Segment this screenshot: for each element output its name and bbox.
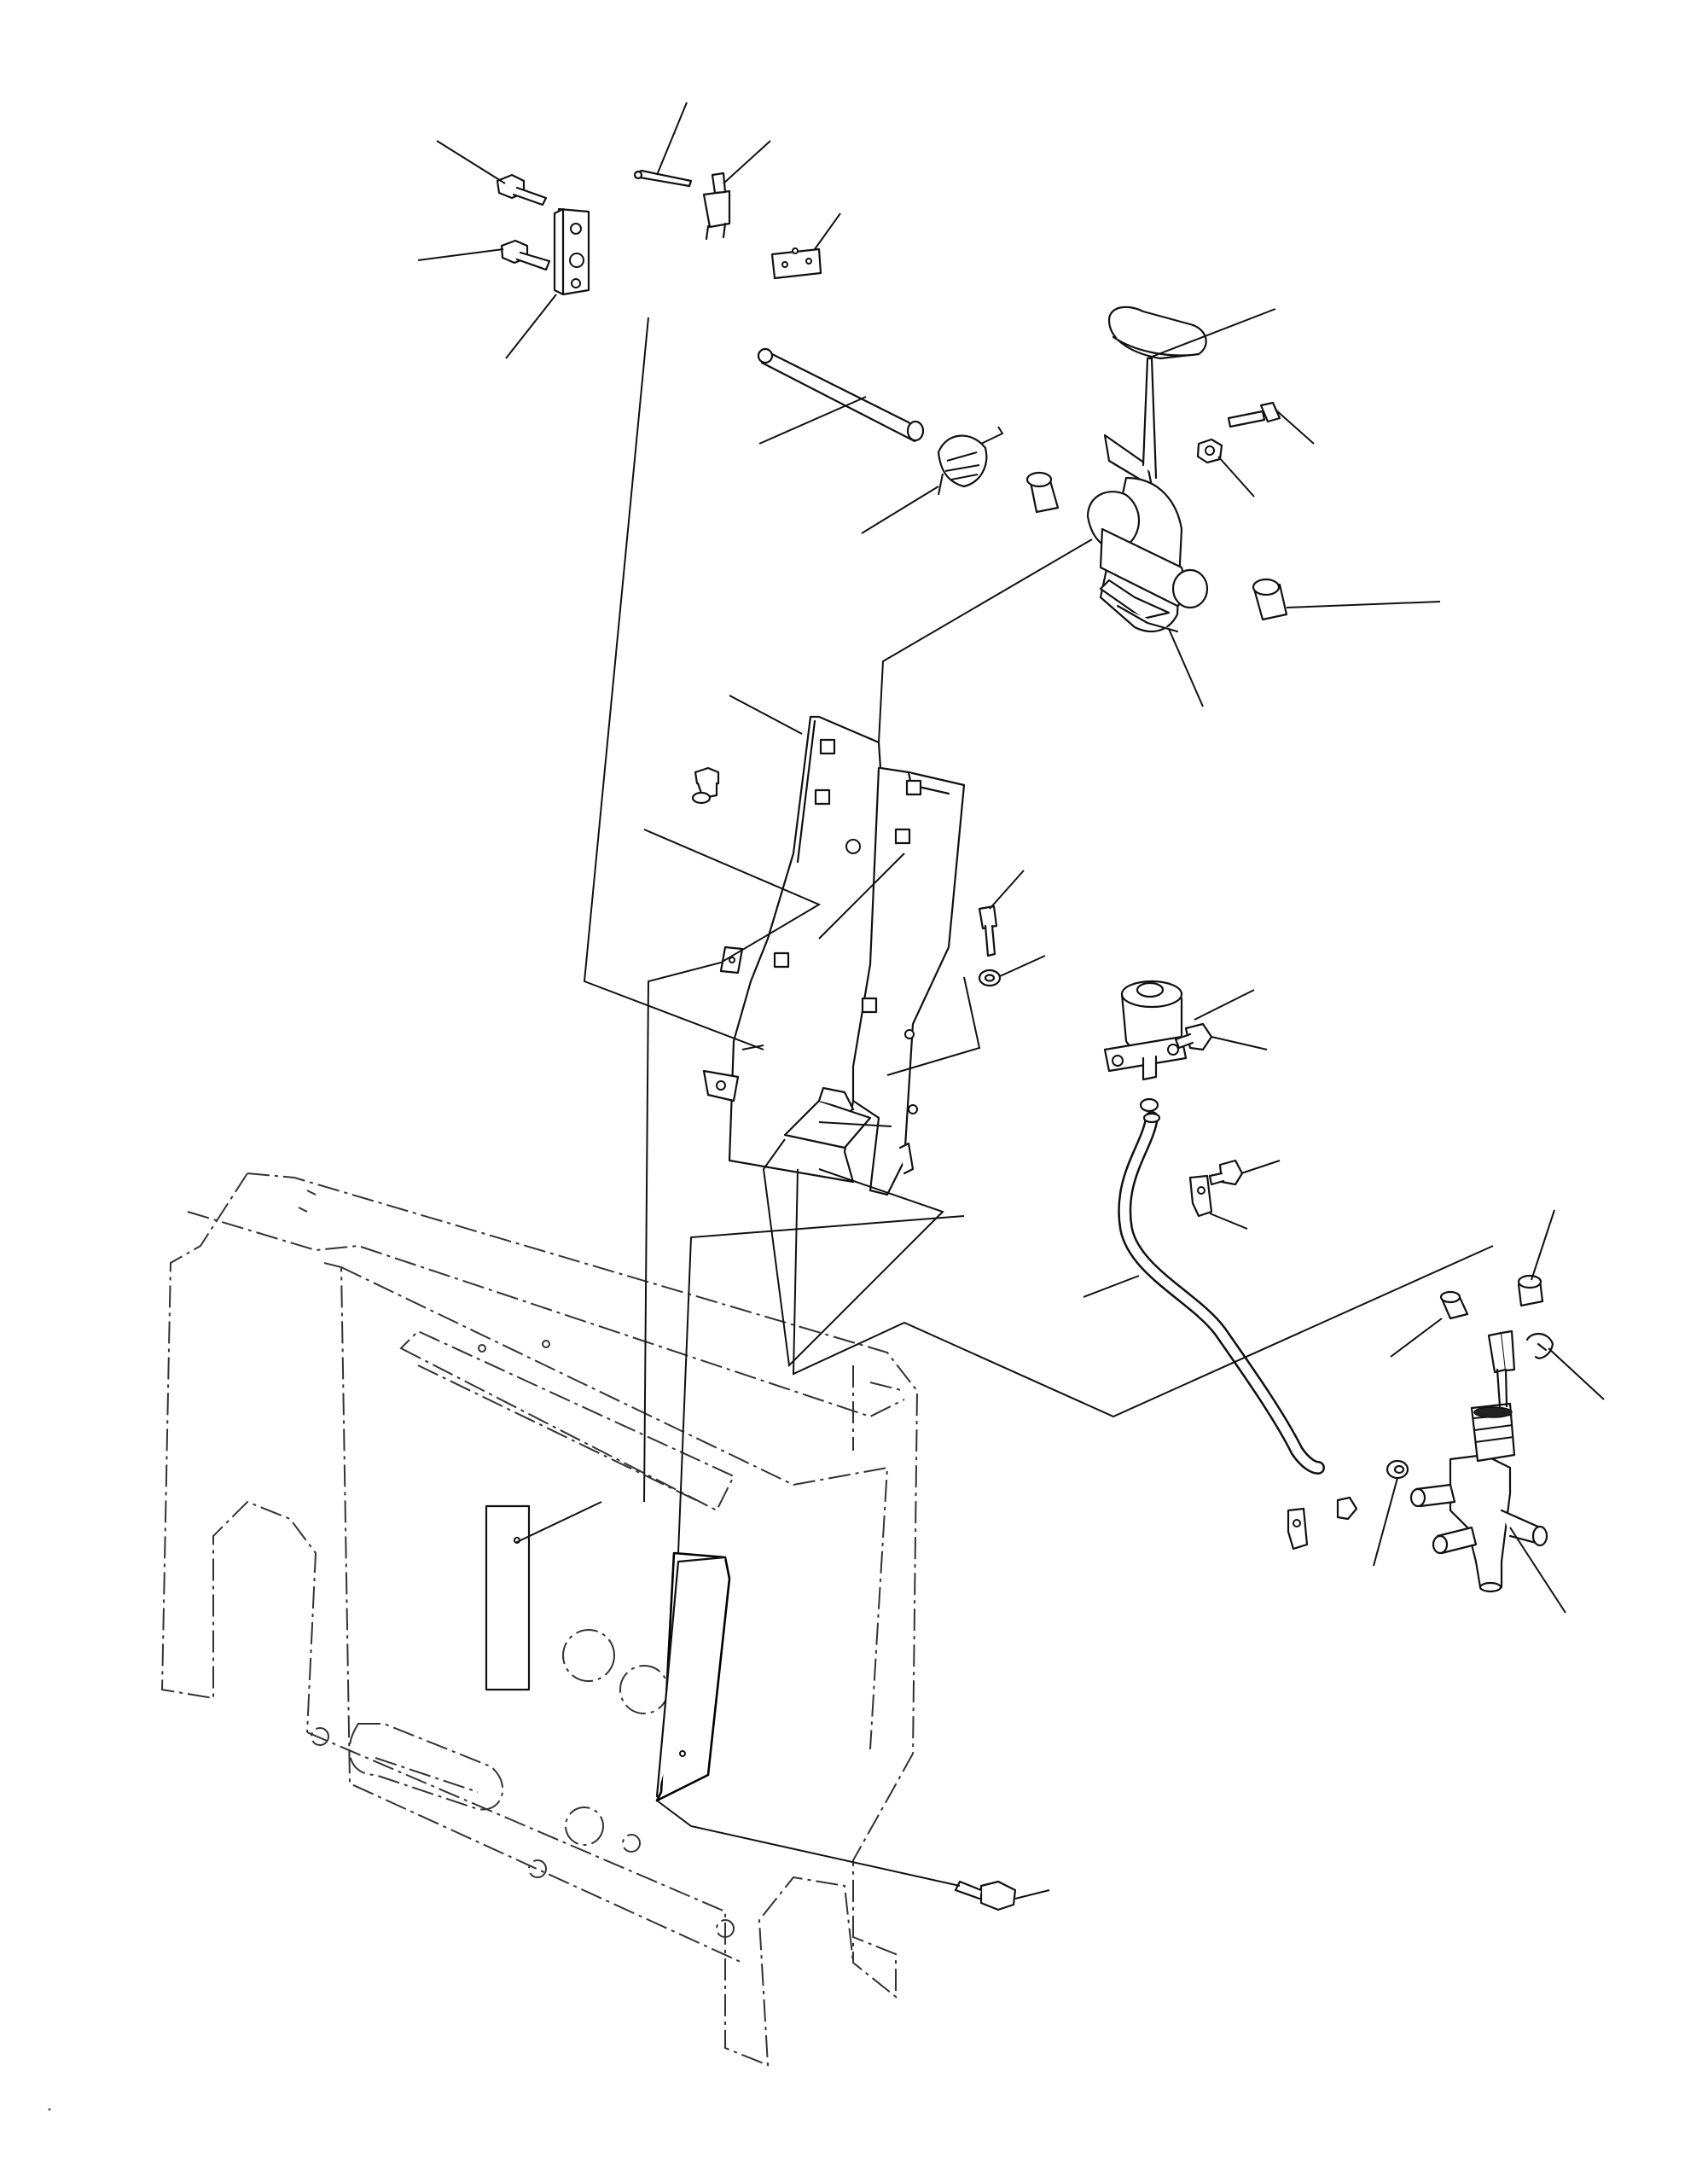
pedal-pad-icon [1107, 305, 1207, 360]
brake-pedal-icon [1086, 357, 1209, 633]
pedal-nut-icon [1196, 438, 1223, 464]
pin-icon [633, 169, 693, 188]
pedal-support-bracket-icon [702, 715, 966, 1196]
pedal-bolt-icon [1227, 401, 1281, 428]
reservoir-bolt-icon [1174, 1022, 1213, 1051]
bolt-top-left-upper-icon [496, 173, 548, 207]
hose-clamp-upper-icon [1188, 1174, 1213, 1218]
pivot-bracket-icon [553, 207, 590, 296]
reservoir-tank-icon [1103, 980, 1188, 1113]
hose-band-icon [1386, 1459, 1409, 1480]
corner-mark [48, 2108, 51, 2111]
return-spring-icon [937, 426, 1004, 496]
leader-lines [417, 102, 1605, 1900]
cover-plate-icon [485, 1504, 531, 1691]
switch-icon [702, 172, 731, 241]
clamp-bolt-upper-icon [1208, 1159, 1244, 1186]
floor-bolt-icon [954, 1880, 1017, 1911]
clevis-icon [1487, 1329, 1516, 1408]
hose-icon [1118, 1111, 1325, 1475]
bolt-top-left-lower-icon [500, 239, 551, 271]
switch-bracket-icon [770, 247, 822, 280]
hose-clamp-lower-icon [1287, 1496, 1358, 1551]
bushing-small-icon [1517, 1274, 1544, 1307]
support-bolt-icon [691, 766, 720, 805]
pedal-shaft-icon [757, 347, 925, 443]
bushing-left-icon [1025, 471, 1060, 514]
washer-icon [978, 969, 1002, 987]
floor-panel-icon [160, 1172, 919, 2067]
retainer-clip-icon [1525, 1333, 1554, 1359]
master-cylinder-icon [1409, 1402, 1548, 1593]
bolt-small-icon [978, 905, 998, 957]
support-plate-icon [655, 1551, 731, 1802]
bushing-right-icon [1252, 578, 1288, 621]
clevis-pin-icon [1439, 1290, 1469, 1320]
